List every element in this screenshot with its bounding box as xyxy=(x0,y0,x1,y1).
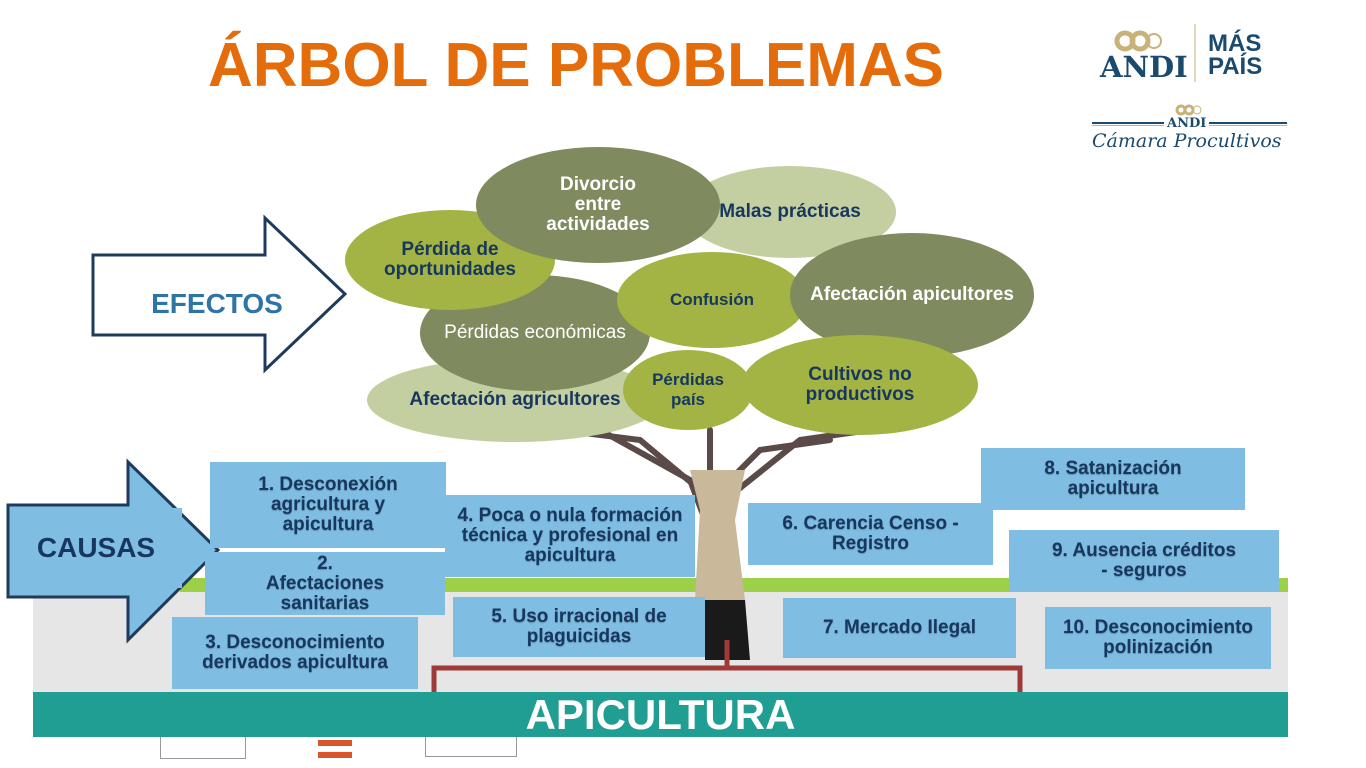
cause-1: 1. Desconexión agricultura y apicultura xyxy=(210,462,446,548)
logo-camara-procultivos: ANDI Cámara Procultivos xyxy=(1092,104,1287,154)
cause-9: 9. Ausencia créditos - seguros xyxy=(1009,530,1279,592)
effect-divorcio-actividades: Divorcio entre actividades xyxy=(476,147,720,263)
logo-camara-text: Cámara Procultivos xyxy=(1092,130,1282,152)
logo-divider xyxy=(1194,24,1196,82)
equals-icon xyxy=(318,740,352,758)
andi-rings-icon xyxy=(1114,30,1162,52)
cause-4: 4. Poca o nula formación técnica y profe… xyxy=(445,495,695,577)
checklist-icon xyxy=(160,737,246,759)
document-icon xyxy=(425,737,517,757)
effect-perdida-oportunidades: Pérdida de oportunidades xyxy=(345,210,555,310)
cause-7: 7. Mercado Ilegal xyxy=(783,598,1016,658)
cause-8: 8. Satanización apicultura xyxy=(981,448,1245,510)
roots xyxy=(705,600,750,660)
causas-label: CAUSAS xyxy=(10,508,182,588)
effect-afectacion-apicultores: Afectación apicultores xyxy=(790,233,1034,357)
cause-2: 2. Afectaciones sanitarias xyxy=(205,552,445,615)
cause-3: 3. Desconocimiento derivados apicultura xyxy=(172,617,418,689)
effect-perdidas-pais: Pérdidas país xyxy=(623,350,753,430)
cause-6: 6. Carencia Censo - Registro xyxy=(748,503,993,565)
trunk xyxy=(690,470,745,600)
page-title: ÁRBOL DE PROBLEMAS xyxy=(208,31,945,100)
cause-5: 5. Uso irracional de plaguicidas xyxy=(453,597,705,657)
andi-rings-icon xyxy=(1175,104,1202,116)
logo-camara-andi-text: ANDI xyxy=(1164,116,1210,131)
effect-cultivos-no-productivos: Cultivos no productivos xyxy=(742,335,978,435)
cause-10: 10. Desconocimiento polinización xyxy=(1045,607,1271,669)
logo-mas-pais-text: MÁS PAÍS xyxy=(1208,30,1263,80)
efectos-arrow xyxy=(91,214,348,374)
logo-andi-text: ANDI xyxy=(1100,50,1188,84)
logo-andi-mas-pais: ANDI MÁS PAÍS xyxy=(1098,24,1288,84)
effect-confusion: Confusión xyxy=(617,252,807,348)
apicultura-band: APICULTURA xyxy=(33,692,1288,737)
efectos-label: EFECTOS xyxy=(151,288,283,319)
bracket xyxy=(431,640,1023,692)
